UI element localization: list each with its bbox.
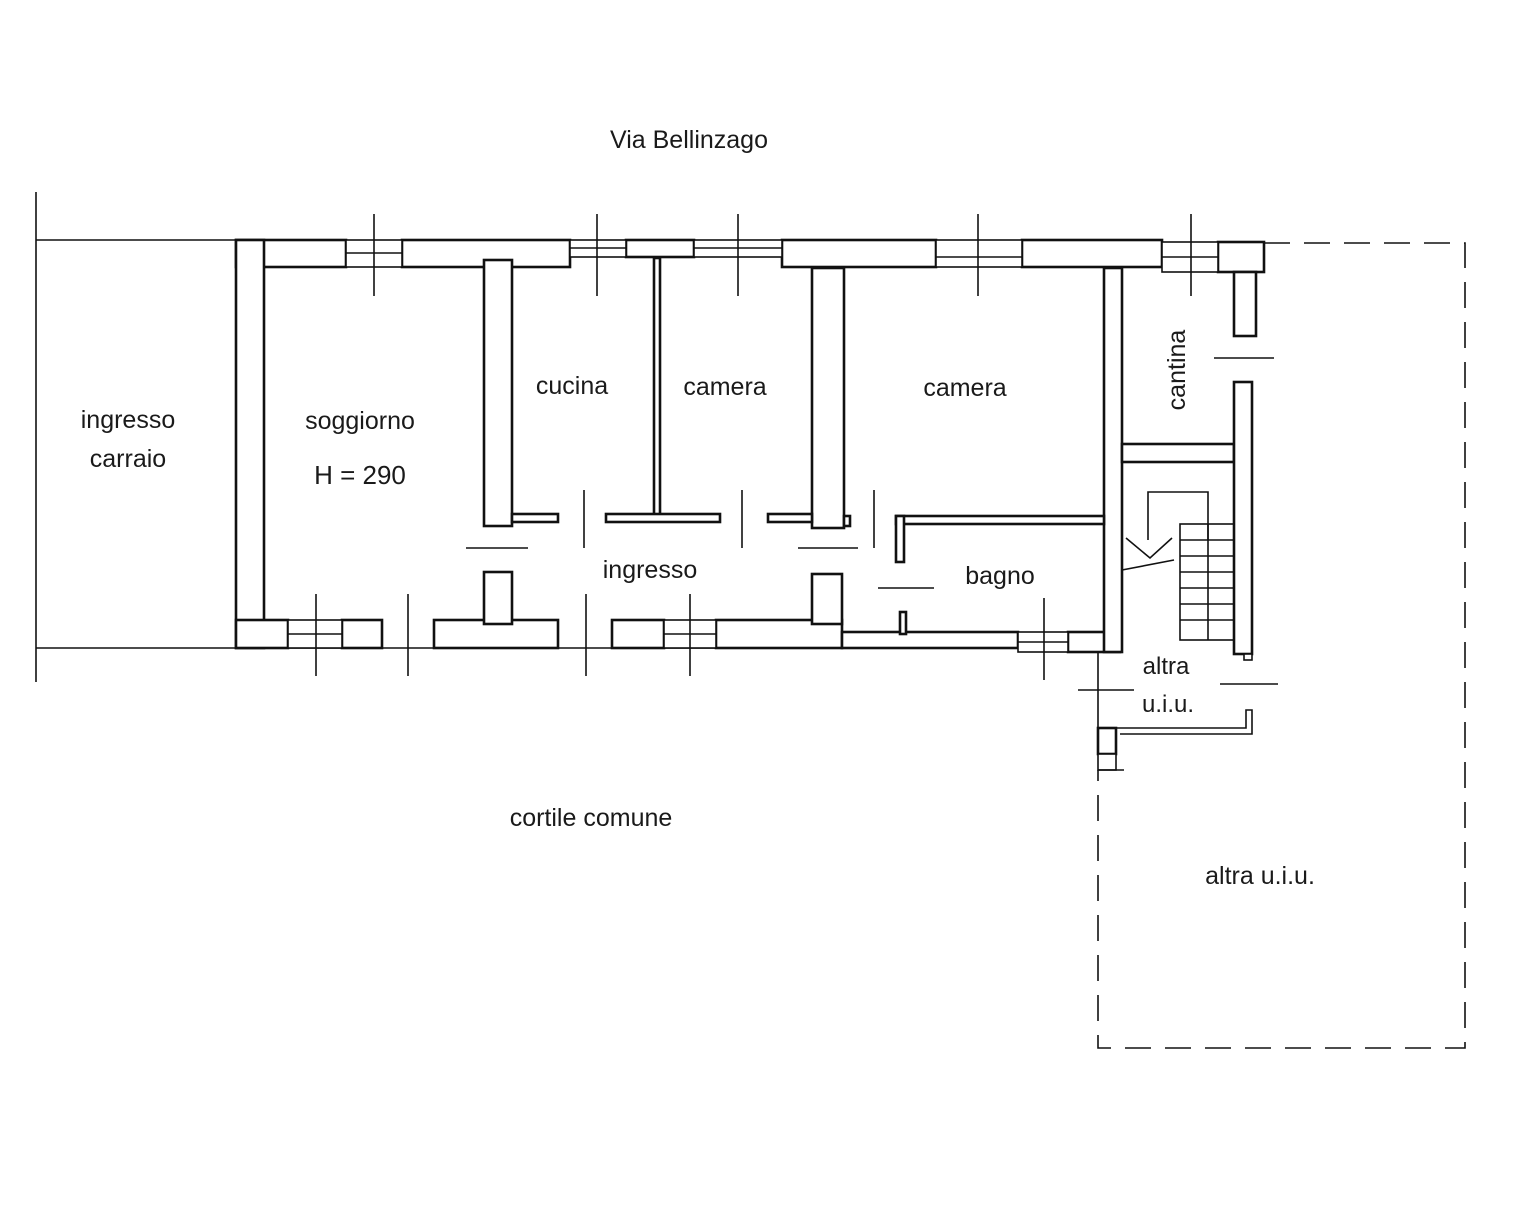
street-label: Via Bellinzago — [610, 126, 768, 154]
door-openings — [466, 357, 1278, 691]
exterior-walls — [234, 238, 1266, 654]
interior-walls — [482, 256, 1258, 661]
bagno-label: bagno — [965, 562, 1035, 590]
altra-uiu-small-label-1: altra — [1143, 653, 1190, 680]
cucina-label: cucina — [536, 372, 608, 400]
ceiling-height-label: H = 290 — [314, 460, 406, 490]
soggiorno-label: soggiorno — [305, 407, 415, 435]
cortile-label: cortile comune — [510, 804, 673, 832]
altra-uiu-large-label: altra u.i.u. — [1205, 862, 1315, 890]
other-unit-dashed-boundary — [1097, 242, 1466, 1049]
windows — [287, 214, 1219, 680]
altra-uiu-small-label-2: u.i.u. — [1142, 691, 1194, 718]
camera-label-2: camera — [923, 374, 1006, 402]
ingresso-label: ingresso — [603, 556, 698, 584]
camera-label-1: camera — [683, 373, 766, 401]
staircase — [1121, 491, 1235, 641]
ingresso-carraio-label-1: ingresso — [81, 406, 176, 434]
other-unit-walls — [1096, 652, 1253, 771]
cantina-label: cantina — [1163, 330, 1191, 411]
ingresso-carraio-label-2: carraio — [90, 445, 166, 473]
